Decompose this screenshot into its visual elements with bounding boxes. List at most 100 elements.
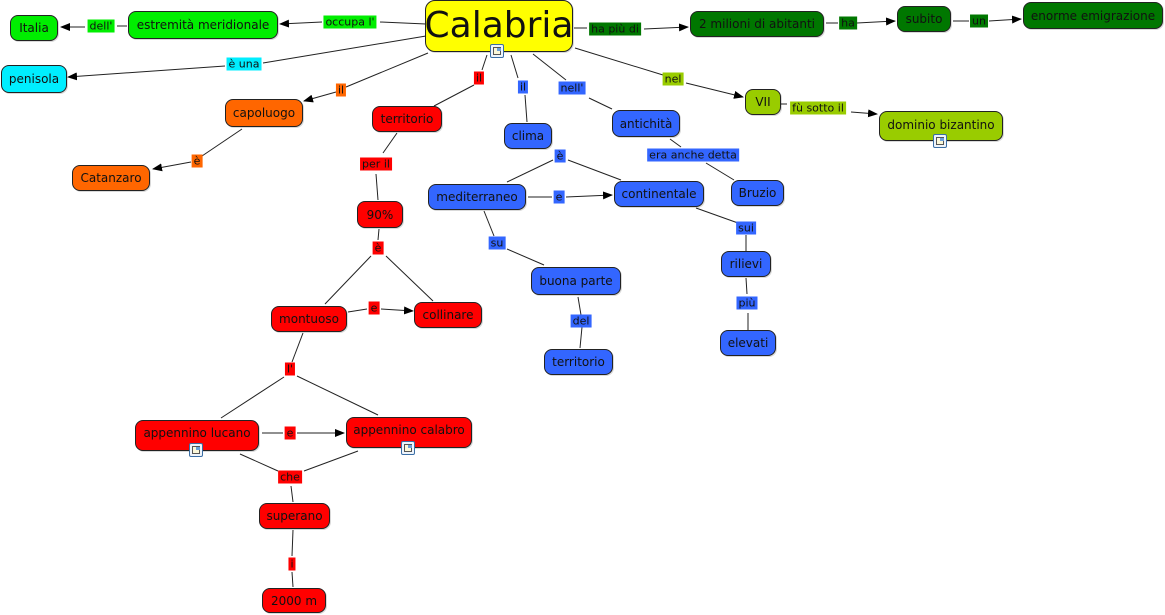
line-e-catanzaro: [152, 161, 192, 172]
node-continentale[interactable]: continentale: [614, 181, 704, 207]
node-subito[interactable]: subito: [897, 6, 951, 32]
line-buona-del: [577, 296, 582, 316]
line-e-montuoso: [324, 255, 372, 305]
line-capoluogo-e: [201, 128, 243, 157]
node-2000m[interactable]: 2000 m: [262, 588, 326, 613]
line-superano-i: [291, 529, 294, 557]
line-clima-e-l: [506, 159, 554, 183]
node-label: continentale: [621, 187, 697, 201]
node-label: buona parte: [539, 274, 613, 288]
node-italia[interactable]: Italia: [10, 15, 58, 41]
line-calabria-occupa: [379, 21, 427, 25]
link-ha-piu-di[interactable]: ha più di: [589, 22, 641, 36]
resource-icon-lucano[interactable]: [189, 443, 203, 457]
node-catanzaro[interactable]: Catanzaro: [72, 165, 150, 191]
node-90-percent[interactable]: 90%: [357, 201, 403, 228]
node-mediterraneo[interactable]: mediterraneo: [428, 184, 526, 210]
line-un-emigrazione: [988, 15, 1022, 24]
node-label: antichità: [619, 116, 673, 131]
node-label: Italia: [19, 21, 49, 35]
link-che[interactable]: che: [278, 470, 302, 484]
line-calabria-il-terr: [481, 54, 488, 71]
resource-icon-calabria[interactable]: [490, 44, 504, 58]
node-label: appennino calabro: [353, 423, 465, 437]
line-continentale-sui: [695, 207, 739, 224]
link-per-il[interactable]: per il: [360, 157, 392, 171]
node-label: mediterraneo: [436, 190, 518, 204]
node-elevati[interactable]: elevati: [720, 330, 776, 356]
node-label: montuoso: [279, 312, 339, 326]
node-collinare[interactable]: collinare: [414, 302, 482, 328]
link-e-appennino[interactable]: e: [284, 426, 296, 440]
node-buona-parte[interactable]: buona parte: [531, 267, 621, 295]
link-e-mediterraneo[interactable]: e: [553, 190, 565, 204]
node-label: elevati: [727, 336, 769, 350]
link-e-una[interactable]: è una: [226, 57, 262, 71]
node-montuoso[interactable]: montuoso: [271, 306, 347, 332]
node-clima[interactable]: clima: [504, 123, 552, 149]
line-90-e: [377, 228, 380, 241]
link-fu-sotto-il[interactable]: fù sotto il: [790, 101, 846, 115]
link-l-appennino[interactable]: l': [284, 362, 296, 376]
node-estremita[interactable]: estremità meridionale: [128, 11, 278, 39]
link-il-capoluogo[interactable]: il: [335, 83, 347, 97]
line-lucano-che: [239, 453, 279, 472]
line-calabria-eina: [262, 35, 427, 64]
node-label: 90%: [366, 207, 394, 222]
link-piu[interactable]: più: [736, 296, 758, 310]
link-un[interactable]: un: [970, 14, 988, 28]
node-emigrazione[interactable]: enorme emigrazione: [1023, 2, 1163, 29]
node-bruzio[interactable]: Bruzio: [731, 180, 784, 206]
node-territorio[interactable]: territorio: [372, 106, 442, 132]
node-label: VII: [755, 95, 771, 109]
line-calabria-nel: [574, 47, 664, 76]
link-i[interactable]: i: [288, 557, 296, 571]
link-e-catanzaro[interactable]: è: [191, 154, 203, 168]
line-che-superano: [290, 485, 294, 503]
line-rilievi-piu: [745, 277, 748, 295]
link-sui[interactable]: sui: [736, 221, 756, 235]
resource-icon-calabro[interactable]: [401, 441, 415, 455]
node-label: enorme emigrazione: [1030, 8, 1156, 23]
link-il-territorio[interactable]: il: [473, 71, 485, 85]
link-era-anche-detta[interactable]: era anche detta: [647, 148, 739, 162]
link-e-clima[interactable]: è: [554, 149, 566, 163]
node-abitanti[interactable]: 2 milioni di abitanti: [690, 11, 824, 37]
link-ha[interactable]: ha: [839, 16, 857, 30]
node-label: superano: [266, 509, 323, 523]
line-montuoso-l: [291, 332, 304, 363]
link-e-montuoso[interactable]: e: [368, 301, 380, 315]
link-del[interactable]: del: [570, 314, 592, 328]
line-ha-subito: [856, 17, 896, 26]
line-clima-e-r: [567, 159, 622, 181]
link-il-clima[interactable]: il: [517, 80, 529, 94]
node-label: appennino lucano: [143, 426, 251, 440]
node-rilievi[interactable]: rilievi: [721, 251, 771, 277]
line-e-collinare: [385, 255, 434, 302]
node-calabria[interactable]: Calabria: [424, 0, 574, 52]
node-antichita[interactable]: antichità: [612, 110, 680, 137]
node-vii[interactable]: VII: [745, 89, 781, 115]
link-nell[interactable]: nell': [558, 81, 586, 95]
line-su-buona: [506, 248, 545, 266]
node-territorio-2[interactable]: territorio: [544, 349, 613, 375]
line-calabria-nell: [532, 53, 567, 81]
line-fu-bizantino: [850, 109, 878, 118]
node-label: capoluogo: [232, 106, 296, 120]
node-penisola[interactable]: penisola: [1, 65, 67, 93]
link-dell[interactable]: dell': [87, 19, 115, 33]
line-era-bruzio: [705, 162, 735, 181]
node-superano[interactable]: superano: [259, 503, 330, 529]
link-nel[interactable]: nel: [662, 72, 684, 86]
line-eina-penisola: [67, 65, 226, 81]
node-label: Calabria: [424, 5, 574, 46]
line-occupa-estremita: [279, 19, 323, 28]
node-capoluogo[interactable]: capoluogo: [225, 99, 303, 127]
link-su[interactable]: su: [488, 236, 506, 250]
resource-icon-bizantino[interactable]: [933, 134, 947, 148]
link-occupa[interactable]: occupa l': [323, 15, 377, 29]
link-e-90[interactable]: è: [372, 241, 384, 255]
line-il-capoluogo: [303, 91, 337, 103]
line-il-territorio: [433, 84, 475, 107]
